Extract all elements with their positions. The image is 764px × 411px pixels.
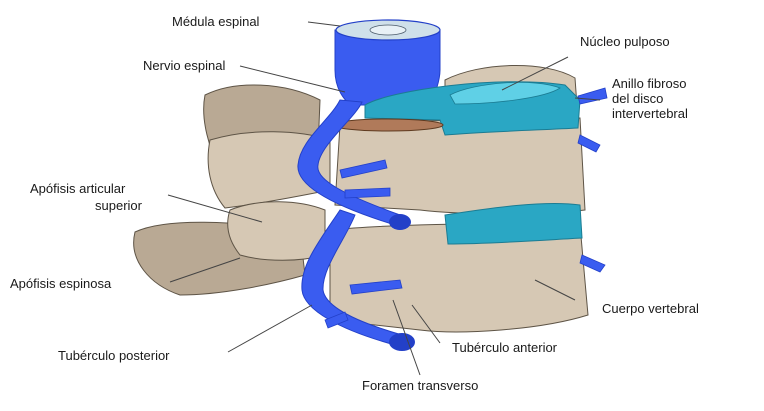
- label-medula-espinal: Médula espinal: [172, 14, 259, 29]
- label-anillo-fibroso-3: intervertebral: [612, 106, 688, 121]
- label-tuberculo-posterior: Tubérculo posterior: [58, 348, 170, 363]
- label-apofisis-articular-2: superior: [95, 198, 142, 213]
- label-anillo-fibroso-2: del disco: [612, 91, 663, 106]
- label-nervio-espinal: Nervio espinal: [143, 58, 225, 73]
- label-cuerpo-vertebral: Cuerpo vertebral: [602, 301, 699, 316]
- label-anillo-fibroso-1: Anillo fibroso: [612, 76, 686, 91]
- label-apofisis-espinosa: Apófisis espinosa: [10, 276, 111, 291]
- label-foramen-transverso: Foramen transverso: [362, 378, 478, 393]
- label-nucleo-pulposo: Núcleo pulposo: [580, 34, 670, 49]
- label-apofisis-articular-1: Apófisis articular: [30, 181, 125, 196]
- cut-surface: [333, 119, 443, 131]
- label-tuberculo-anterior: Tubérculo anterior: [452, 340, 557, 355]
- lower-vertebra-posterior-processes: [134, 202, 325, 295]
